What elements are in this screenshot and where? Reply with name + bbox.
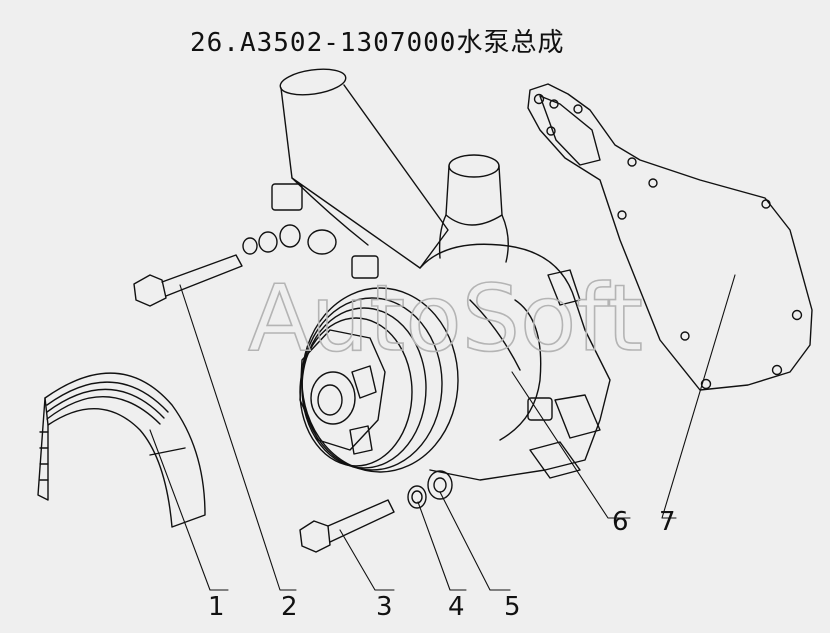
part-label-1: 1 <box>208 592 225 622</box>
gasket-part <box>527 83 813 391</box>
part-label-5: 5 <box>504 592 521 622</box>
pulley <box>299 287 459 473</box>
diagram-title: 26.A3502-1307000水泵总成 <box>190 28 565 58</box>
part-label-6: 6 <box>612 507 629 537</box>
part-label-3: 3 <box>376 592 393 622</box>
part-label-4: 4 <box>448 592 465 622</box>
water-pump-housing-part <box>242 68 611 481</box>
watermark-text: AutoSoft <box>248 265 643 372</box>
long-bolt-part <box>133 254 243 307</box>
part-label-2: 2 <box>281 592 298 622</box>
short-bolt-part <box>299 499 395 553</box>
leader-lines <box>149 274 736 591</box>
belt-part <box>37 372 206 528</box>
part-label-7: 7 <box>659 507 676 537</box>
